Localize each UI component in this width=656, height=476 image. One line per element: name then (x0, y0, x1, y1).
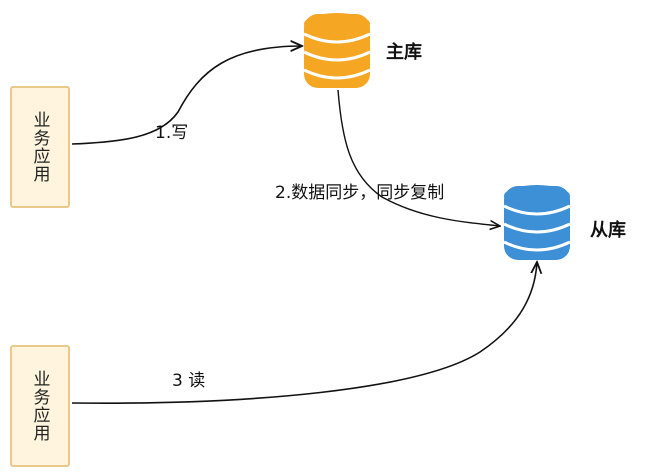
business-app-bottom-label: 业务应用 (29, 370, 50, 442)
primary-db-icon (303, 13, 371, 88)
sync-edge-label: 2.数据同步，同步复制 (275, 183, 445, 203)
business-app-top: 业务应用 (10, 86, 70, 208)
business-app-top-label: 业务应用 (29, 111, 50, 183)
read-edge (71, 262, 537, 404)
sync-edge (337, 89, 500, 226)
primary-db-label: 主库 (386, 42, 422, 63)
write-edge (71, 46, 302, 145)
business-app-bottom: 业务应用 (10, 345, 70, 467)
replica-db-icon (503, 185, 571, 260)
write-edge-label: 1.写 (155, 123, 189, 143)
read-edge-label: 3 读 (172, 371, 206, 391)
replica-db-label: 从库 (590, 220, 626, 241)
